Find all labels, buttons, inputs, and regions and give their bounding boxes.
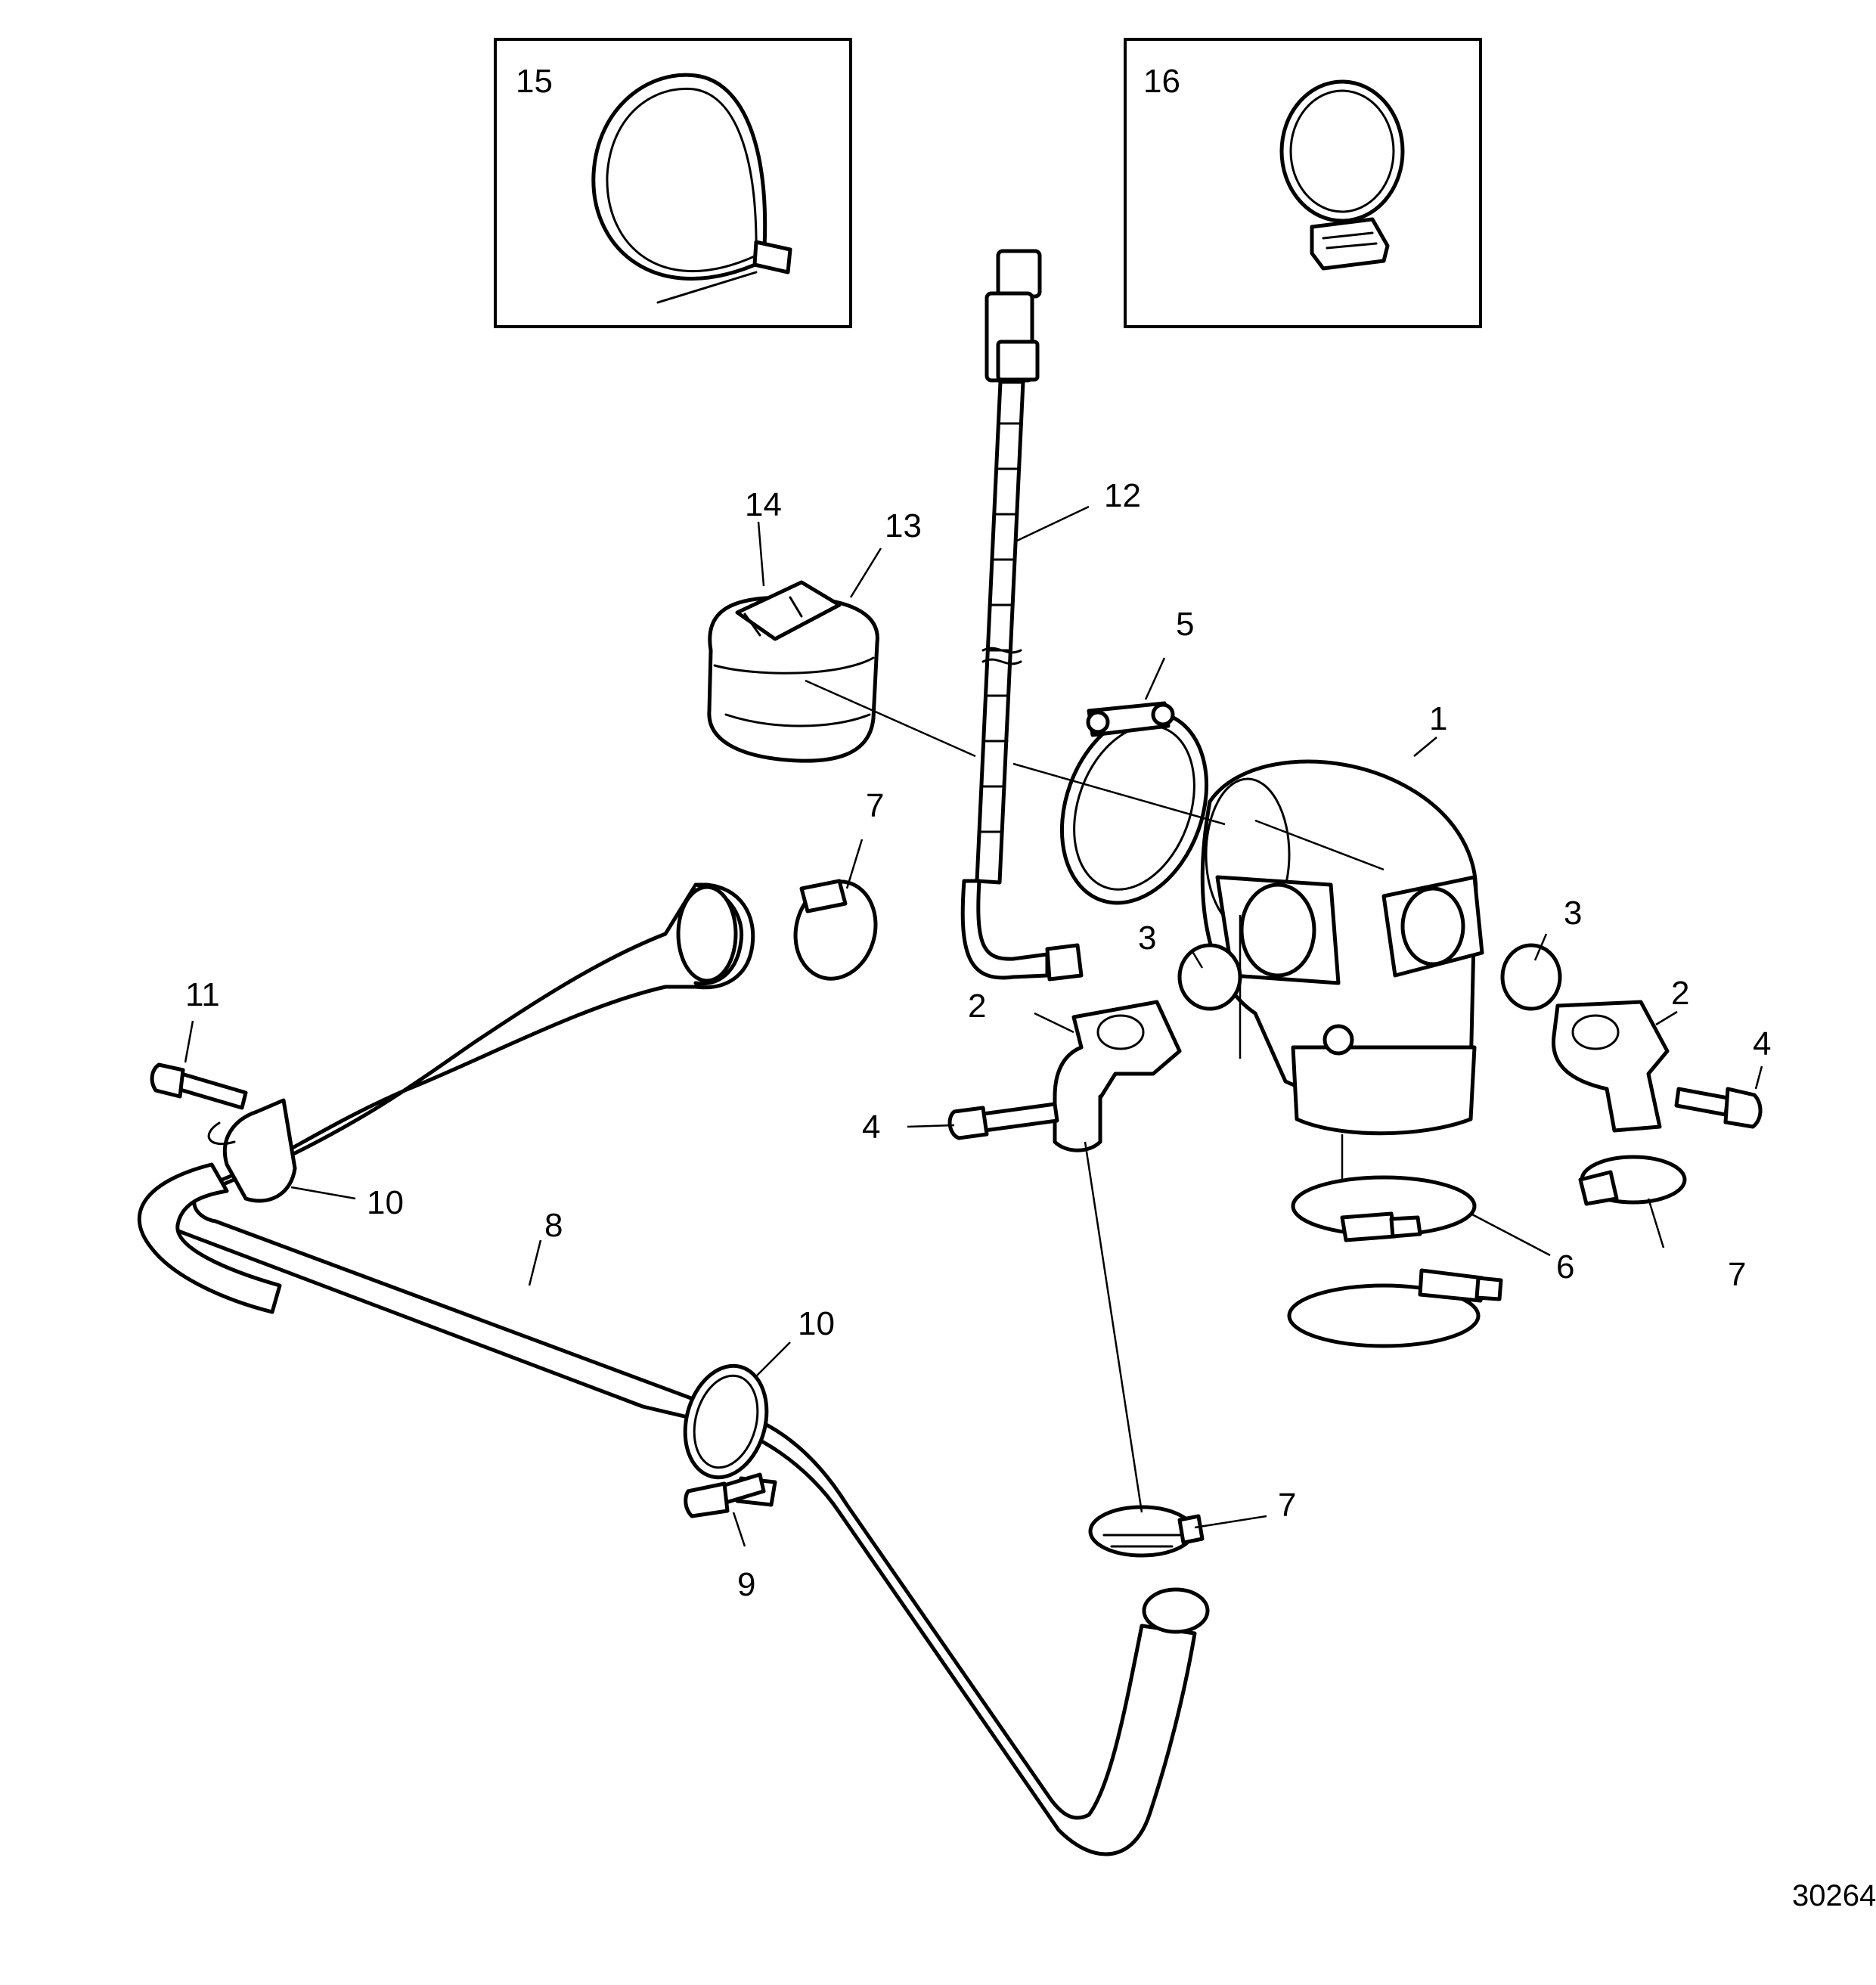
v-band-clamp (1059, 701, 1209, 905)
callout-7-lower: 7 (1278, 1487, 1296, 1524)
callout-10-lower: 10 (798, 1305, 835, 1342)
elbow-housing (1200, 759, 1484, 1136)
leader-lines (184, 505, 1763, 1547)
spring-clamp-illustration (1279, 79, 1405, 271)
callout-4-left: 4 (862, 1109, 880, 1146)
hose-clamp-upper (1291, 1175, 1477, 1242)
callout-7-right: 7 (1728, 1256, 1746, 1293)
callout-12: 12 (1104, 477, 1141, 514)
strap-clamp-illustration (591, 73, 792, 304)
callout-14: 14 (745, 486, 782, 523)
main-hose (137, 882, 1210, 1856)
inset-15-label: 15 (516, 63, 553, 100)
figure-number: 30264 (1792, 1879, 1876, 1912)
callout-labels: 1 2 2 3 3 4 4 5 6 7 7 7 8 9 10 10 11 12 … (185, 477, 1771, 1603)
screw-upper (150, 1062, 248, 1110)
callout-1: 1 (1429, 700, 1447, 737)
elbow-fitting-left (1053, 1000, 1182, 1152)
callout-2-right: 2 (1671, 975, 1689, 1012)
small-hose-clamp-right (1578, 1155, 1687, 1206)
callout-5: 5 (1176, 606, 1194, 643)
callout-11: 11 (185, 976, 220, 1013)
p-clip-upper (207, 1098, 297, 1203)
sensor-harness (960, 249, 1084, 982)
small-hose-clamp-lower (1088, 1505, 1205, 1558)
callout-3-right: 3 (1564, 895, 1582, 932)
callout-6: 6 (1556, 1248, 1574, 1286)
callout-3-left: 3 (1138, 920, 1156, 957)
callout-8: 8 (544, 1207, 563, 1244)
o-ring-left (1177, 943, 1242, 1011)
inset-16-label: 16 (1143, 63, 1180, 100)
band-clamp (707, 580, 879, 763)
screw-lower (684, 1472, 766, 1518)
hose-clamp-lower (1287, 1268, 1503, 1348)
callout-13: 13 (885, 507, 922, 544)
callout-9: 9 (737, 1566, 755, 1603)
callout-4-right: 4 (1753, 1025, 1771, 1062)
small-hose-clamp-upper (793, 879, 878, 981)
inset-15: 15 (494, 38, 852, 328)
bolt-right (1674, 1087, 1763, 1129)
callout-10-upper: 10 (367, 1184, 404, 1221)
bolt-left (947, 1102, 1059, 1140)
inset-16: 16 (1124, 38, 1482, 328)
elbow-fitting-right (1551, 1000, 1670, 1133)
callout-7-upper: 7 (866, 787, 884, 824)
o-ring-right (1500, 943, 1562, 1011)
callout-2-left: 2 (968, 988, 986, 1025)
